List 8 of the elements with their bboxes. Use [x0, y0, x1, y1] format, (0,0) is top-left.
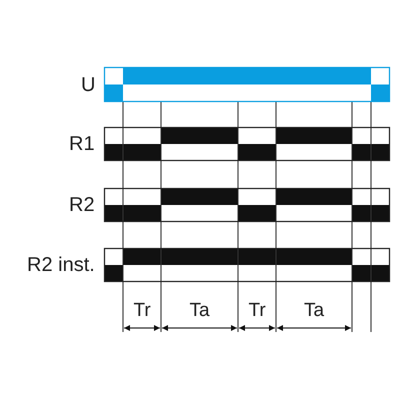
time-interval-label: Tr	[134, 300, 151, 320]
signal-name: R2	[69, 195, 95, 215]
time-interval-label: Tr	[248, 300, 266, 320]
time-interval-label: Ta	[190, 300, 210, 320]
time-interval-label: Ta	[304, 300, 324, 320]
signal-name: R2 inst.	[27, 255, 95, 275]
signal-name: R1	[69, 134, 95, 154]
signal-name: U	[81, 75, 96, 95]
